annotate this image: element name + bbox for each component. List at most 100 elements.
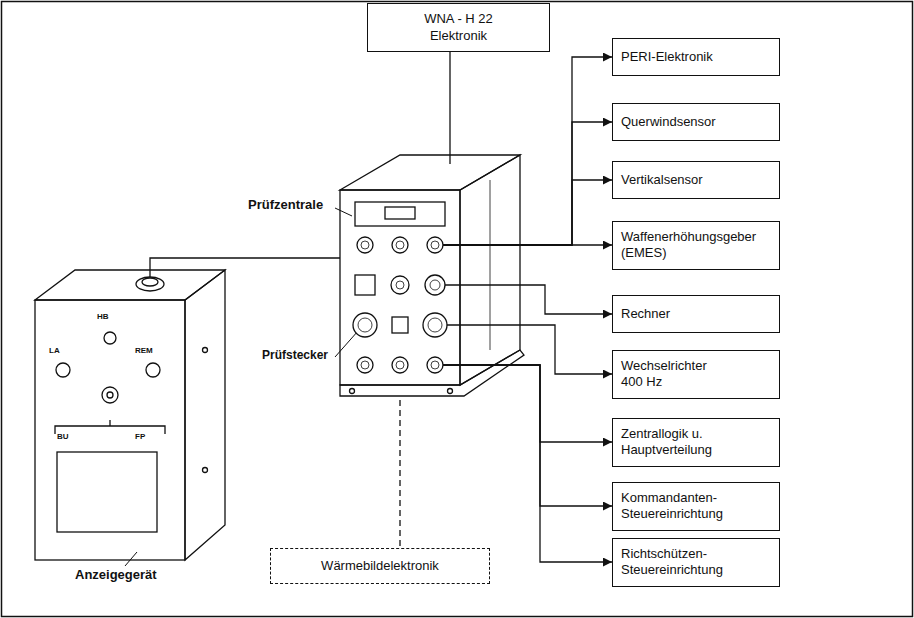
unit-box: Rechner — [612, 295, 780, 333]
pin-ring — [431, 241, 439, 249]
box-label: Wechselrichter 400 Hz — [621, 358, 721, 391]
connector — [357, 357, 373, 373]
control-label: REM — [135, 346, 153, 355]
optional-box: Wärmebildelektronik — [270, 548, 490, 584]
side-face — [185, 270, 225, 560]
box-label: Querwindsensor — [621, 114, 771, 130]
connector-pins — [358, 241, 442, 369]
front-face — [35, 300, 185, 560]
side-face — [460, 155, 520, 385]
connector — [427, 357, 443, 373]
cable-line — [440, 365, 612, 506]
cable-line — [449, 52, 450, 164]
cable-connector — [142, 278, 158, 286]
cable-line — [440, 57, 612, 245]
unit-box: Kommandanten-Steuereinrichtung — [612, 482, 780, 531]
control-label: FP — [135, 432, 145, 441]
control-label: LA — [49, 346, 60, 355]
dashed-cable — [399, 400, 400, 548]
housing — [340, 155, 524, 396]
unit-box: Waffenerhöhungsgeber (EMES) — [612, 221, 780, 270]
display-unit: Anzeigegerät — [35, 270, 230, 560]
display-window — [355, 202, 445, 226]
sensor-box: Querwindsensor — [612, 103, 780, 141]
cable-line — [440, 325, 612, 374]
box-label: Rechner — [621, 306, 771, 322]
connector — [355, 275, 375, 295]
unit-box: Richtschützen-Steuereinrichtung — [612, 538, 780, 587]
pin-ring — [396, 241, 404, 249]
cable-line — [440, 365, 612, 442]
box-label: Zentrallogik u. Hauptverteilung — [621, 426, 771, 459]
connector — [425, 275, 445, 295]
leader-line — [335, 208, 352, 216]
box-label: PERI-Elektronik — [621, 49, 771, 65]
top-face — [340, 155, 520, 190]
knob — [146, 363, 160, 377]
box-label: Waffenerhöhungsgeber (EMES) — [621, 229, 771, 262]
unit-box: Zentrallogik u. Hauptverteilung — [612, 418, 780, 467]
display-window — [57, 452, 157, 532]
top-face — [35, 270, 225, 300]
knob — [104, 332, 116, 344]
unit-box: Wechselrichter 400 Hz — [612, 350, 780, 399]
pin-ring — [396, 361, 404, 369]
screw — [203, 468, 208, 473]
cable-line — [440, 285, 612, 314]
front-face — [340, 190, 460, 385]
mount-hole — [350, 389, 355, 394]
base-plate — [340, 350, 524, 396]
knob — [107, 392, 113, 398]
screw — [203, 348, 208, 353]
connector — [427, 237, 443, 253]
connector — [392, 317, 408, 333]
unit-box: PERI-Elektronik — [612, 38, 780, 76]
pin-ring — [361, 361, 369, 369]
pin-ring — [428, 318, 442, 332]
box-label: Richtschützen-Steuereinrichtung — [621, 546, 771, 579]
electronics-box: WNA - H 22 Elektronik — [367, 3, 550, 52]
bracket — [55, 426, 165, 434]
box-label: Kommandanten-Steuereinrichtung — [621, 490, 771, 523]
pin-ring — [361, 241, 369, 249]
part-label: Prüfzentrale — [248, 197, 323, 212]
control-label: HB — [97, 312, 109, 321]
connector — [357, 237, 373, 253]
pin-ring — [431, 361, 439, 369]
box-label: Vertikalsensor — [621, 172, 771, 188]
pin-ring — [430, 280, 440, 290]
part-label: Prüfstecker — [262, 348, 328, 362]
display — [385, 207, 415, 219]
cable-line — [150, 258, 340, 278]
part-label: Anzeigegerät — [75, 567, 157, 582]
leader-line — [335, 331, 358, 357]
test-station-illustration — [340, 150, 525, 400]
display-unit-illustration — [35, 270, 230, 560]
box-label: Wärmebildelektronik — [321, 558, 439, 574]
bracket — [109, 420, 110, 426]
connector — [392, 237, 408, 253]
box-label: WNA - H 22 Elektronik — [409, 11, 509, 44]
leader-line — [125, 552, 137, 566]
knob — [56, 363, 70, 377]
connector — [423, 313, 447, 337]
mount-hole — [448, 389, 453, 394]
control-label: BU — [57, 432, 69, 441]
cable-line — [440, 122, 612, 245]
cable-line — [440, 244, 612, 245]
test-station: Prüfzentrale — [340, 150, 525, 400]
side-panel-line — [490, 180, 491, 350]
cable-line — [440, 180, 612, 245]
pin-ring — [396, 281, 404, 289]
sensor-box: Vertikalsensor — [612, 161, 780, 199]
connectors — [353, 237, 447, 373]
connector — [391, 276, 409, 294]
connector — [392, 357, 408, 373]
cable-connector — [136, 277, 164, 291]
pin-ring — [358, 318, 372, 332]
housing — [35, 270, 225, 566]
